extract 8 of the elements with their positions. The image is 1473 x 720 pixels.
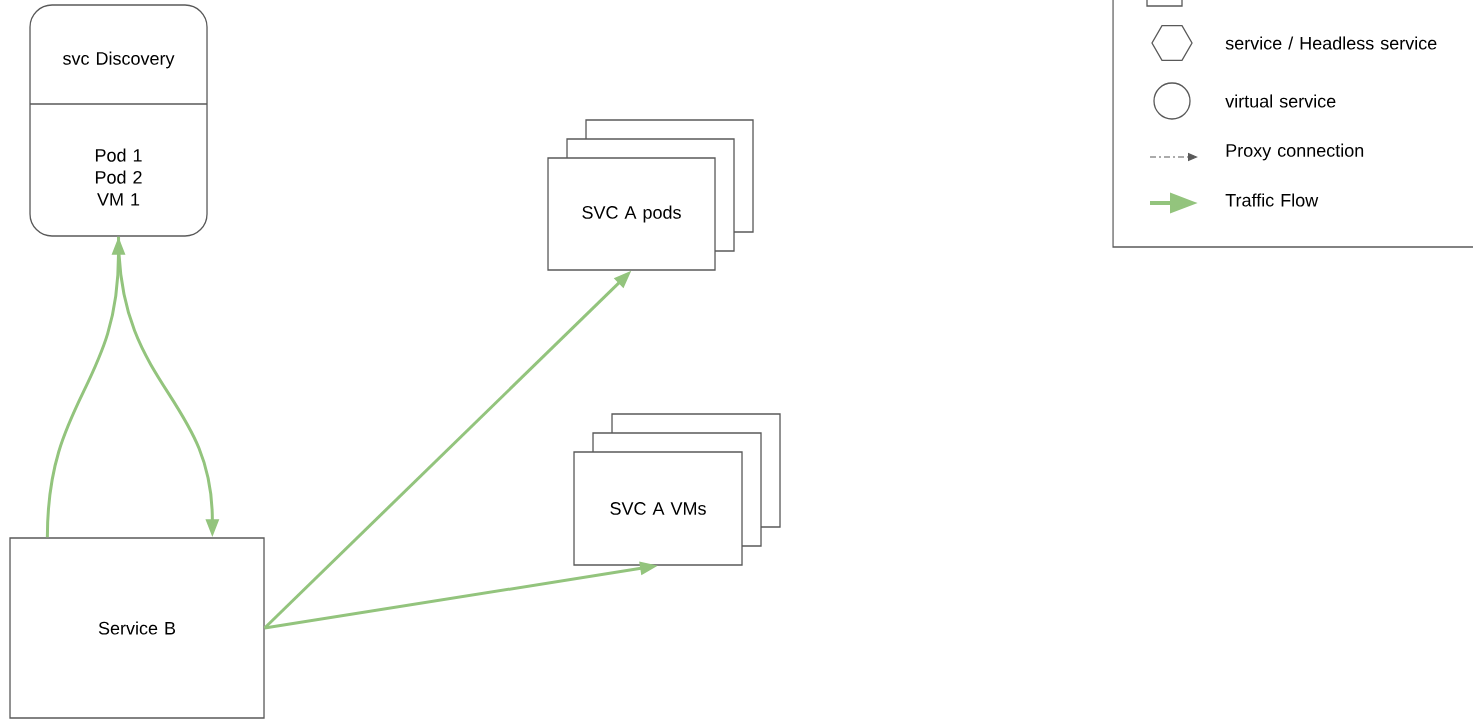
legend-text: service / Headless service <box>1225 36 1437 50</box>
stacked-boxes: SVC A pods <box>547 119 754 271</box>
legend-text: Traffic Flow <box>1225 193 1319 207</box>
legend-text: virtual service <box>1225 94 1336 108</box>
service-box: Service B <box>9 537 265 719</box>
discovery-box: svc Discovery Pod 1 Pod 2 VM 1 <box>29 4 208 237</box>
legend-text: Proxy connection <box>1226 143 1364 161</box>
stacked-boxes: SVC A VMs <box>573 413 781 566</box>
